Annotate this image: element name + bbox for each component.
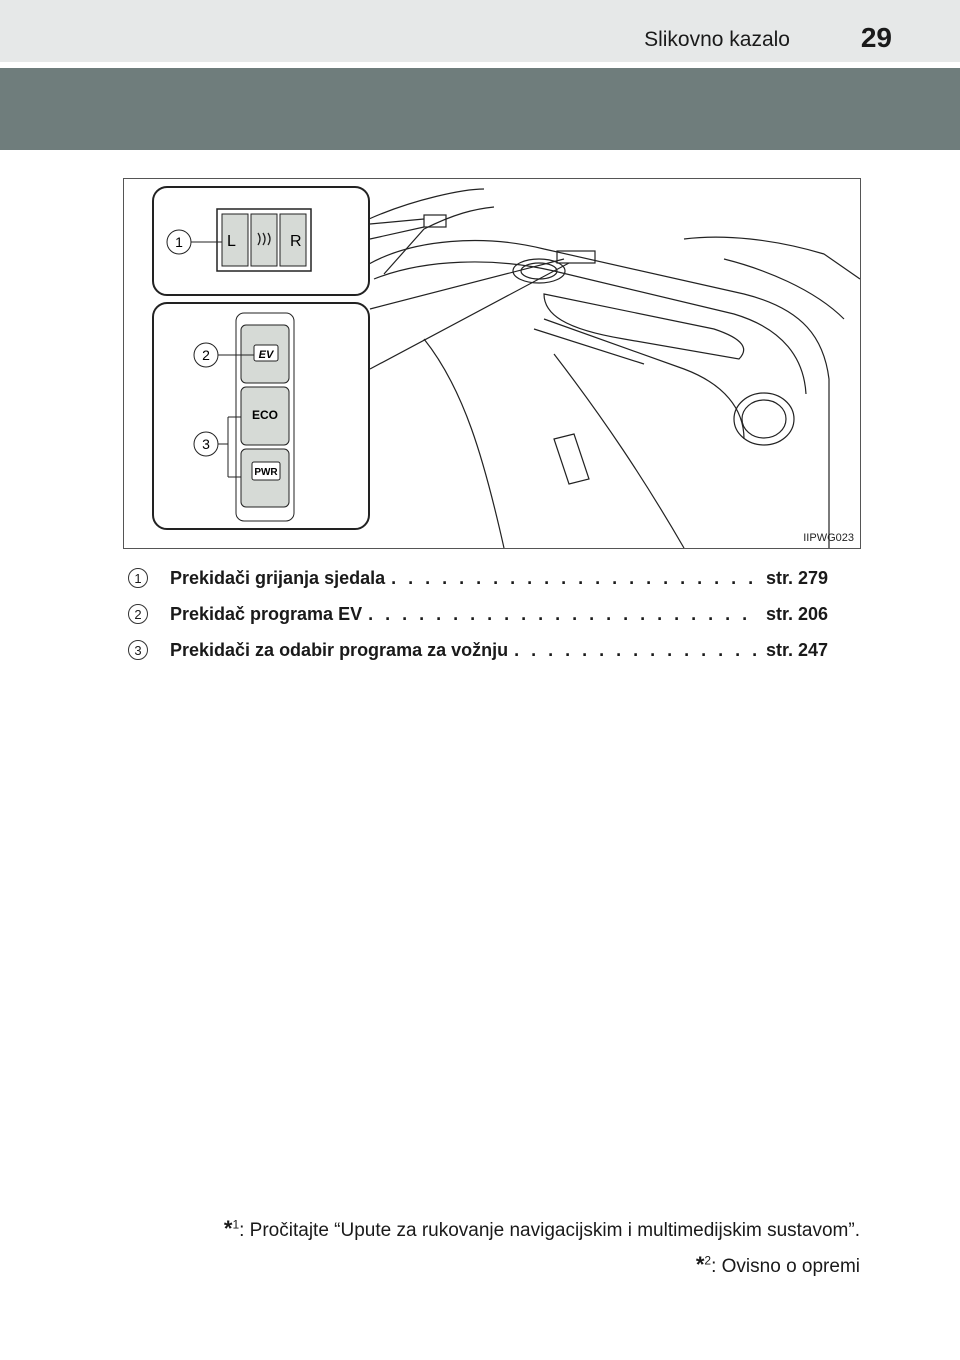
footnote-2: *2: Ovisno o opremi bbox=[224, 1252, 860, 1278]
page-reference[interactable]: str. 247 bbox=[765, 639, 828, 660]
footnote-marker: 1 bbox=[232, 1217, 240, 1232]
page-reference[interactable]: str. 279 bbox=[765, 567, 828, 588]
section-banner bbox=[0, 68, 960, 150]
dot-leader: . . . . . . . . . . . . . . . . . . . . … bbox=[391, 567, 760, 588]
seat-heater-right-label: R bbox=[290, 233, 302, 250]
dot-leader: . . . . . . . . . . . . . . . . . . . . … bbox=[514, 639, 760, 660]
item-label: Prekidači grijanja sjedala bbox=[170, 567, 386, 588]
item-number: 3 bbox=[128, 640, 148, 660]
footnote-text: : Ovisno o opremi bbox=[711, 1256, 860, 1277]
dot-leader: . . . . . . . . . . . . . . . . . . . . … bbox=[368, 603, 760, 624]
list-item: 3 Prekidači za odabir programa za vožnju… bbox=[128, 632, 828, 668]
section-title: Slikovno kazalo bbox=[644, 28, 790, 51]
item-list: 1 Prekidači grijanja sjedala . . . . . .… bbox=[128, 560, 828, 668]
footnote-star: * bbox=[223, 1216, 233, 1241]
header-band bbox=[0, 0, 960, 62]
footnote-1: *1: Pročitajte “Upute za rukovanje navig… bbox=[224, 1216, 860, 1242]
figure-center-console: L R 1 EV ECO PWR 2 3 IIPWG023 bbox=[123, 178, 861, 549]
callout-2: 2 bbox=[202, 347, 210, 363]
figure-code: IIPWG023 bbox=[803, 532, 854, 544]
page-reference[interactable]: str. 206 bbox=[765, 603, 828, 624]
footnotes: *1: Pročitajte “Upute za rukovanje navig… bbox=[224, 1216, 860, 1288]
item-number: 1 bbox=[128, 568, 148, 588]
page-number: 29 bbox=[860, 22, 892, 53]
footnote-text: : Pročitajte “Upute za rukovanje navigac… bbox=[239, 1220, 860, 1241]
footnote-star: * bbox=[695, 1252, 705, 1277]
drive-mode-switches: EV ECO PWR bbox=[240, 324, 290, 508]
callout-3: 3 bbox=[202, 436, 210, 452]
eco-switch-label: ECO bbox=[252, 408, 278, 422]
console-illustration: L R 1 EV ECO PWR 2 3 bbox=[152, 186, 860, 548]
seat-heater-icon bbox=[257, 232, 271, 246]
seat-heater-switches: L R bbox=[216, 208, 312, 272]
list-item: 1 Prekidači grijanja sjedala . . . . . .… bbox=[128, 560, 828, 596]
pwr-switch-label: PWR bbox=[254, 467, 278, 478]
item-number: 2 bbox=[128, 604, 148, 624]
item-label: Prekidač programa EV bbox=[170, 603, 363, 624]
footnote-marker: 2 bbox=[704, 1253, 712, 1268]
ev-switch-label: EV bbox=[259, 349, 275, 361]
item-label: Prekidači za odabir programa za vožnju bbox=[170, 639, 509, 660]
seat-heater-left-label: L bbox=[227, 233, 236, 250]
list-item: 2 Prekidač programa EV . . . . . . . . .… bbox=[128, 596, 828, 632]
callout-1: 1 bbox=[175, 234, 183, 250]
